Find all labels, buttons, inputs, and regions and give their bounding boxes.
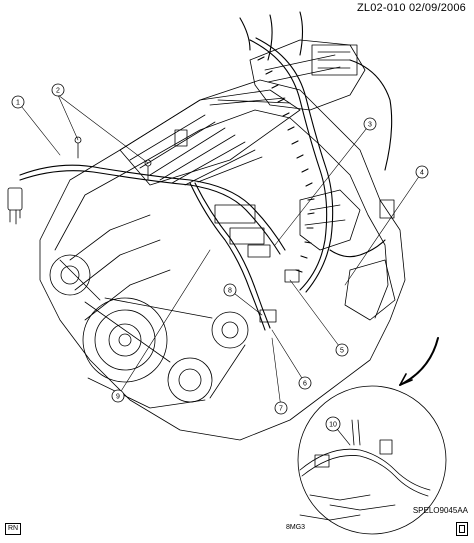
callout-8: 8 — [223, 283, 237, 297]
document-id: ZL02-010 02/09/2006 — [357, 2, 466, 14]
callout-1: 1 — [11, 95, 25, 109]
detail-view — [297, 385, 447, 535]
svg-text:9: 9 — [116, 394, 120, 401]
callouts: 1 2 3 4 5 6 7 8 9 10 — [11, 83, 429, 432]
svg-text:5: 5 — [340, 348, 344, 355]
part-code: SPELO9045AA — [412, 506, 468, 515]
svg-text:4: 4 — [420, 170, 424, 177]
svg-text:7: 7 — [279, 406, 283, 413]
svg-text:10: 10 — [329, 422, 337, 429]
callout-5: 5 — [335, 343, 349, 357]
callout-7: 7 — [274, 401, 288, 415]
page-corner-icon — [456, 522, 468, 536]
bolts — [74, 136, 152, 181]
svg-text:8: 8 — [228, 288, 232, 295]
engine-block — [39, 39, 406, 441]
svg-text:1: 1 — [16, 100, 20, 107]
svg-text:2: 2 — [56, 88, 60, 95]
callout-6: 6 — [298, 376, 312, 390]
connectors — [7, 44, 395, 323]
svg-text:3: 3 — [368, 122, 372, 129]
callout-9: 9 — [111, 389, 125, 403]
callout-3: 3 — [363, 117, 377, 131]
corner-mark: RN — [5, 523, 22, 535]
leader-lines — [17, 94, 423, 446]
view-label: 8MG3 — [286, 524, 306, 531]
callout-4: 4 — [415, 165, 429, 179]
callout-10: 10 — [325, 416, 341, 432]
detail-arrow — [399, 337, 439, 386]
svg-text:6: 6 — [303, 381, 307, 388]
pulley-assembly — [49, 254, 249, 409]
callout-2: 2 — [51, 83, 65, 97]
